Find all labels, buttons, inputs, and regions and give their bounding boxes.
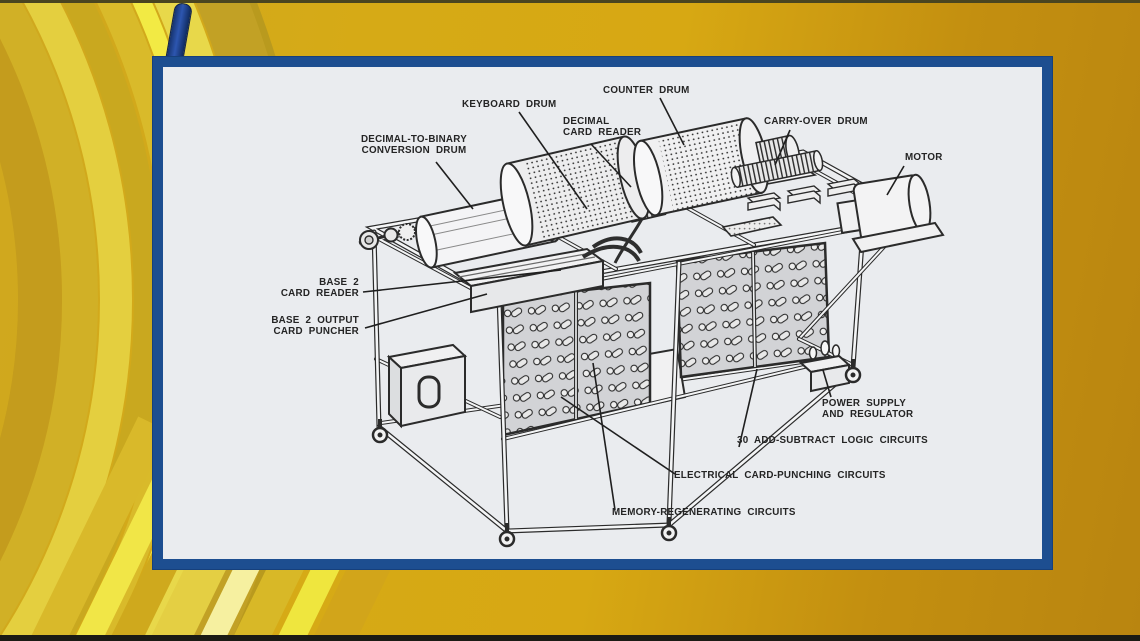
label-line: BASE 2 OUTPUT (271, 315, 359, 326)
diagram-frame: DECIMAL-TO-BINARY CONVERSION DRUM KEYBOA… (152, 56, 1053, 570)
label-line: COUNTER DRUM (603, 85, 690, 96)
label-carry-over-drum: CARRY-OVER DRUM (764, 116, 868, 127)
top-letterbox-strip (0, 0, 1140, 3)
label-base2-output-card-puncher: BASE 2 OUTPUT CARD PUNCHER (267, 315, 359, 337)
label-electrical-card-punching-circuits: ELECTRICAL CARD-PUNCHING CIRCUITS (674, 470, 886, 481)
label-counter-drum: COUNTER DRUM (603, 85, 690, 96)
label-line: ELECTRICAL CARD-PUNCHING CIRCUITS (674, 470, 886, 481)
label-line: CARD READER (563, 127, 642, 138)
label-line: POWER SUPPLY (822, 398, 907, 409)
label-line: CARRY-OVER DRUM (764, 116, 868, 127)
label-keyboard-drum: KEYBOARD DRUM (462, 99, 556, 110)
leader-lines (362, 97, 905, 511)
label-motor: MOTOR (905, 152, 943, 163)
contact-grid-block (721, 216, 783, 237)
label-line: MEMORY-REGENERATING CIRCUITS (612, 507, 796, 518)
label-line: BASE 2 (319, 277, 359, 288)
motor-shelf (851, 221, 945, 254)
label-base2-card-reader: BASE 2 CARD READER (273, 277, 359, 299)
label-line: KEYBOARD DRUM (462, 99, 557, 110)
power-supply-box (798, 340, 852, 393)
label-line: MOTOR (905, 152, 943, 163)
label-line: AND REGULATOR (822, 409, 914, 420)
output-box-handle (417, 375, 441, 409)
motor (836, 173, 945, 254)
bottom-letterbox-strip (0, 635, 1140, 641)
lower-shelf-rail (501, 359, 831, 441)
output-box (386, 343, 468, 429)
label-line: 30 ADD-SUBTRACT LOGIC CIRCUITS (737, 435, 928, 446)
label-power-supply-and-regulator: POWER SUPPLY AND REGULATOR (822, 398, 913, 420)
label-line: CARD READER (280, 288, 359, 299)
deck-connector-blocks (746, 178, 862, 212)
label-line: DECIMAL-TO-BINARY (360, 134, 468, 145)
caster-wheels (371, 359, 862, 548)
label-memory-regenerating-circuits: MEMORY-REGENERATING CIRCUITS (612, 507, 796, 518)
base2-reader-mechanism (452, 247, 606, 314)
carry-over-drum (730, 149, 824, 189)
diagram-panel: DECIMAL-TO-BINARY CONVERSION DRUM KEYBOA… (163, 67, 1042, 559)
drive-shaft-pulleys (358, 223, 430, 250)
label-decimal-card-reader: DECIMAL CARD READER (563, 116, 641, 138)
add-subtract-logic-panel (675, 241, 831, 379)
label-line: CARD PUNCHER (273, 326, 359, 337)
label-decimal-to-binary-conversion-drum: DECIMAL-TO-BINARY CONVERSION DRUM (348, 134, 480, 156)
abc-computer-line-drawing (358, 97, 945, 548)
label-add-subtract-logic-circuits: 30 ADD-SUBTRACT LOGIC CIRCUITS (737, 435, 928, 446)
label-line: DECIMAL (563, 116, 610, 127)
memory-regenerating-panel (501, 281, 652, 437)
reader-cables (581, 216, 645, 264)
label-line: CONVERSION DRUM (361, 145, 467, 156)
